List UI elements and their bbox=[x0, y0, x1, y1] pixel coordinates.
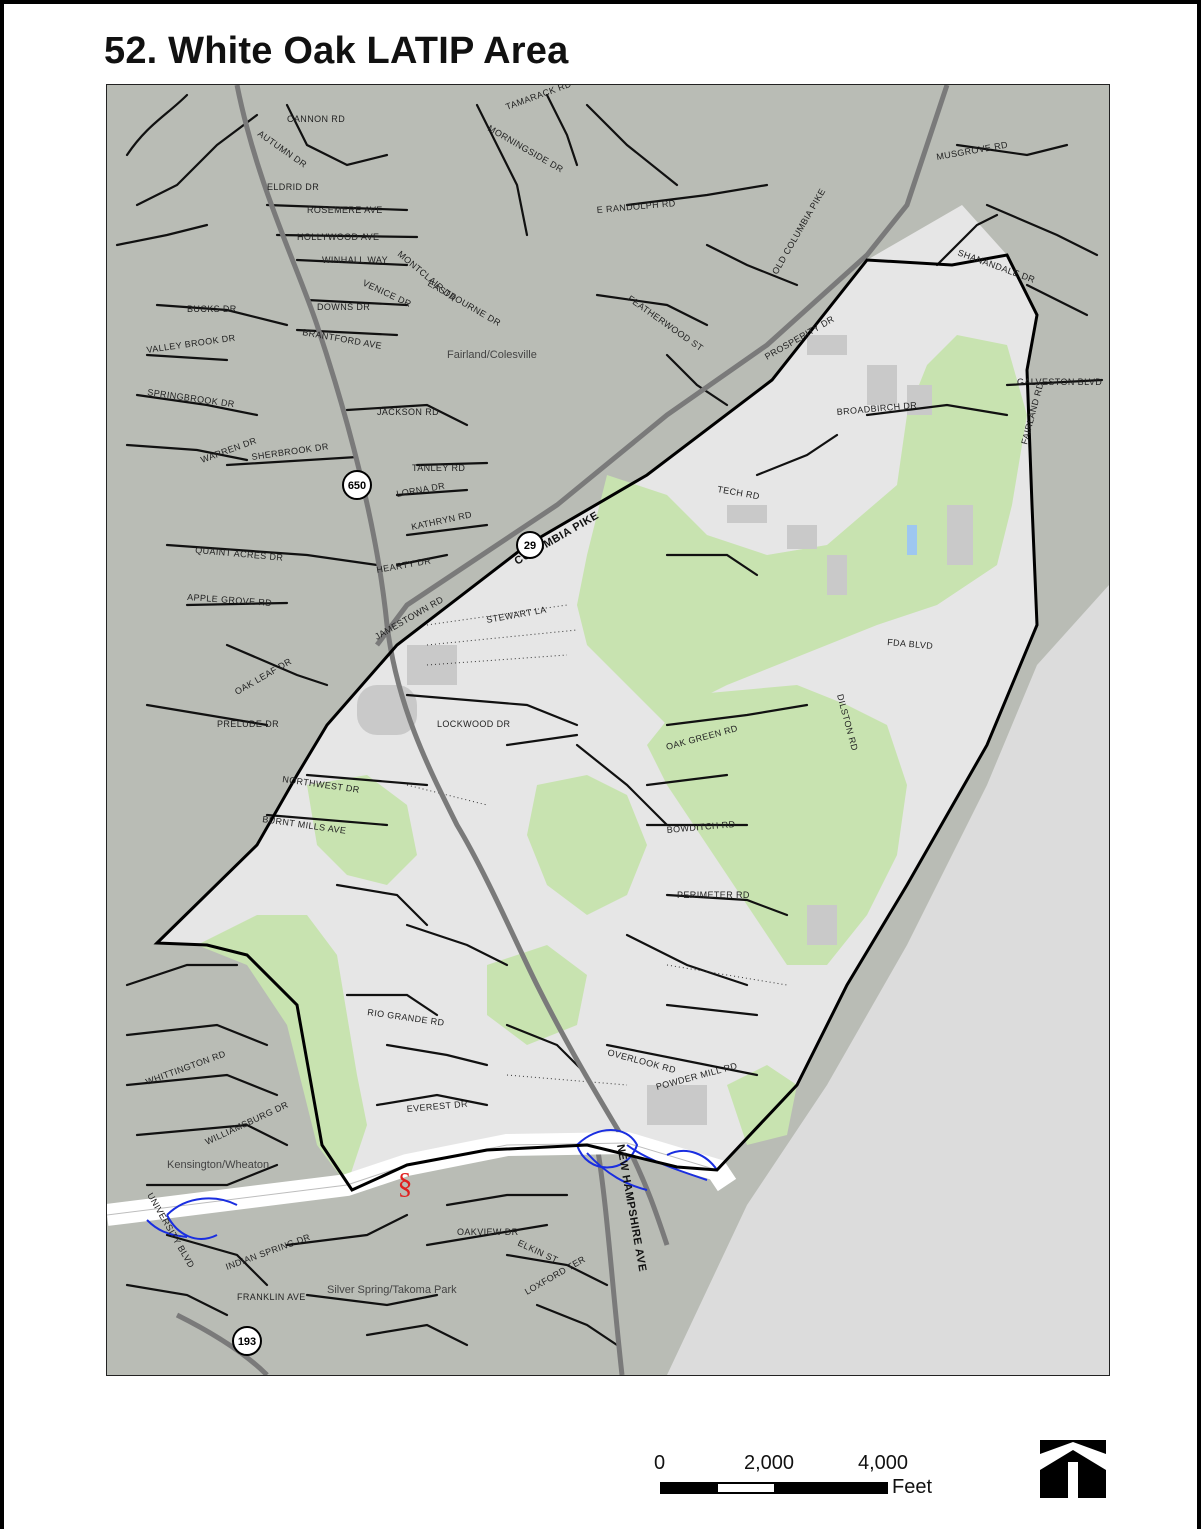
road-label-downs-dr: DOWNS DR bbox=[317, 302, 370, 312]
road-label-oakview-dr: OAKVIEW DR bbox=[457, 1227, 519, 1237]
road-label-rosemere-ave: ROSEMERE AVE bbox=[307, 205, 383, 215]
road-label-eldrid-dr: ELDRID DR bbox=[267, 182, 319, 192]
park-area-west bbox=[197, 915, 367, 1185]
scale-tick-0: 0 bbox=[654, 1452, 666, 1474]
road-label-lockwood-dr: LOCKWOOD DR bbox=[437, 719, 511, 729]
park-area-southeast bbox=[727, 1065, 797, 1145]
outside-region bbox=[667, 585, 1109, 1375]
route-shield-650: 650 bbox=[342, 470, 372, 500]
road-label-jackson-rd: JACKSON RD bbox=[377, 407, 439, 417]
park-area-north bbox=[577, 335, 1027, 725]
pond bbox=[907, 525, 917, 555]
scale-tick-4000: 4,000 bbox=[858, 1452, 909, 1474]
scale-bar: 0 2,000 4,000 Feet bbox=[644, 1452, 964, 1512]
route-shield-193: 193 bbox=[232, 1326, 262, 1356]
road-label-perimeter-rd: PERIMETER RD bbox=[677, 890, 750, 900]
major-highways bbox=[175, 85, 950, 1375]
scale-unit: Feet bbox=[892, 1476, 933, 1498]
road-label-tanley-rd: TANLEY RD bbox=[412, 463, 465, 473]
buildings bbox=[357, 335, 973, 1125]
road-label-franklin-ave: FRANKLIN AVE bbox=[237, 1292, 306, 1302]
highway-650 bbox=[234, 85, 670, 1246]
road-label-cannon-rd: CANNON RD bbox=[287, 114, 345, 124]
area-label-silver-spring-takoma-park: Silver Spring/Takoma Park bbox=[327, 1284, 457, 1296]
section-marker-icon: § bbox=[398, 1167, 413, 1200]
highway-new-hampshire-south bbox=[594, 1144, 625, 1375]
north-arrow-icon bbox=[1040, 1440, 1106, 1498]
road-label-bucks-dr: BUCKS DR bbox=[187, 304, 237, 314]
map-canvas[interactable]: Fairland/Colesville Kensington/Wheaton S… bbox=[107, 85, 1109, 1375]
road-label-prelude-dr: PRELUDE DR bbox=[217, 719, 279, 729]
scale-bar-graphic bbox=[660, 1482, 888, 1494]
svg-text:193: 193 bbox=[238, 1336, 256, 1348]
local-roads bbox=[115, 93, 1104, 1347]
study-area-boundary bbox=[153, 253, 1039, 1192]
park-area-burnt-mills bbox=[307, 775, 417, 885]
highway-193 bbox=[175, 1312, 269, 1375]
area-label-fairland-colesville: Fairland/Colesville bbox=[447, 349, 537, 361]
map-frame[interactable]: Fairland/Colesville Kensington/Wheaton S… bbox=[106, 84, 1110, 1376]
road-label-fda-blvd: FDA BLVD bbox=[887, 637, 934, 651]
road-label-winhall-way: WINHALL WAY bbox=[322, 255, 388, 265]
park-area-east bbox=[647, 685, 907, 965]
svg-text:650: 650 bbox=[348, 480, 366, 492]
route-shield-29: 29 bbox=[516, 531, 544, 559]
park-area-center bbox=[527, 775, 647, 915]
highway-29 bbox=[375, 85, 950, 647]
road-label-galveston-blvd: GALVESTON BLVD bbox=[1017, 377, 1102, 387]
page-title: 52. White Oak LATIP Area bbox=[104, 30, 569, 72]
area-label-kensington-wheaton: Kensington/Wheaton bbox=[167, 1159, 269, 1171]
residential-texture bbox=[406, 604, 788, 1086]
scale-tick-2000: 2,000 bbox=[744, 1452, 795, 1474]
road-label-hollywood-ave: HOLLYWOOD AVE bbox=[297, 232, 379, 242]
svg-text:29: 29 bbox=[524, 540, 536, 552]
park-area-south bbox=[487, 945, 587, 1045]
